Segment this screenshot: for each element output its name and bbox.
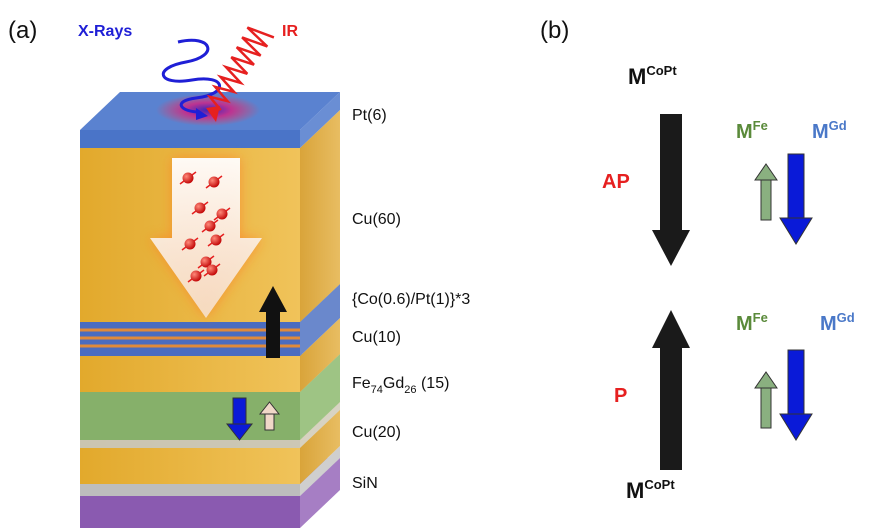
ap-label: AP	[602, 171, 630, 193]
label-cu10: Cu(10)	[352, 329, 401, 346]
electrons	[179, 171, 231, 283]
fegd-layer-side	[300, 354, 340, 440]
label-fegd: Fe74Gd26 (15)	[352, 375, 449, 396]
fe-magnetization-arrow	[258, 401, 281, 431]
substrate-side	[300, 446, 340, 496]
pt-layer-front	[80, 130, 300, 148]
pt-layer-side	[300, 92, 340, 148]
ap-mgd-label: MGd	[812, 118, 847, 143]
ap-gd-arrow	[779, 153, 813, 245]
electron	[184, 238, 196, 250]
p-mgd-label: MGd	[820, 310, 855, 335]
sin-layer-front	[80, 496, 300, 528]
electron	[216, 208, 228, 220]
panel-b-label: (b)	[540, 17, 569, 44]
sin-layer-side	[300, 458, 340, 528]
p-mfe-label: MFe	[736, 310, 768, 335]
electron	[210, 234, 222, 246]
cu20-layer-front	[80, 440, 300, 484]
electron	[208, 176, 220, 188]
cu10-layer-side	[300, 318, 340, 392]
label-sin: SiN	[352, 475, 378, 492]
electron	[206, 264, 218, 276]
mcopt-top-label: MCoPt	[628, 63, 677, 89]
panel-a-label: (a)	[8, 17, 37, 44]
ir-beam	[206, 26, 275, 111]
xray-beam-head	[196, 108, 208, 120]
electron	[194, 202, 206, 214]
label-pt: Pt(6)	[352, 107, 387, 124]
ir-label: IR	[282, 23, 298, 40]
xray-label: X-Rays	[78, 23, 132, 40]
label-copt: {Co(0.6)/Pt(1)}*3	[352, 291, 470, 308]
cu10-layer-front	[80, 356, 300, 392]
xray-beam	[162, 38, 221, 114]
p-copt-arrow	[652, 310, 690, 470]
mcopt-bottom-label: MCoPt	[626, 477, 675, 503]
grey-thin-front	[80, 440, 300, 448]
label-cu20: Cu(20)	[352, 424, 401, 441]
p-gd-arrow	[779, 349, 813, 441]
electron	[200, 256, 212, 268]
copt-layer-side	[300, 284, 340, 356]
grey-thin-side	[300, 402, 340, 448]
ap-mfe-label: MFe	[736, 118, 768, 143]
cu60-layer-side	[300, 110, 340, 322]
p-label: P	[614, 385, 627, 407]
electron	[204, 220, 216, 232]
substrate-front	[80, 484, 300, 496]
hot-electron-arrow	[150, 158, 262, 318]
ir-beam-head	[206, 106, 220, 122]
ap-copt-arrow	[652, 114, 690, 266]
ap-fe-arrow	[754, 163, 778, 221]
cu20-layer-side	[300, 402, 340, 484]
electron	[190, 270, 202, 282]
label-cu60: Cu(60)	[352, 211, 401, 228]
gd-magnetization-arrow	[225, 397, 254, 441]
electron	[182, 172, 194, 184]
p-fe-arrow	[754, 371, 778, 429]
copt-magnetization-arrow	[259, 286, 287, 358]
